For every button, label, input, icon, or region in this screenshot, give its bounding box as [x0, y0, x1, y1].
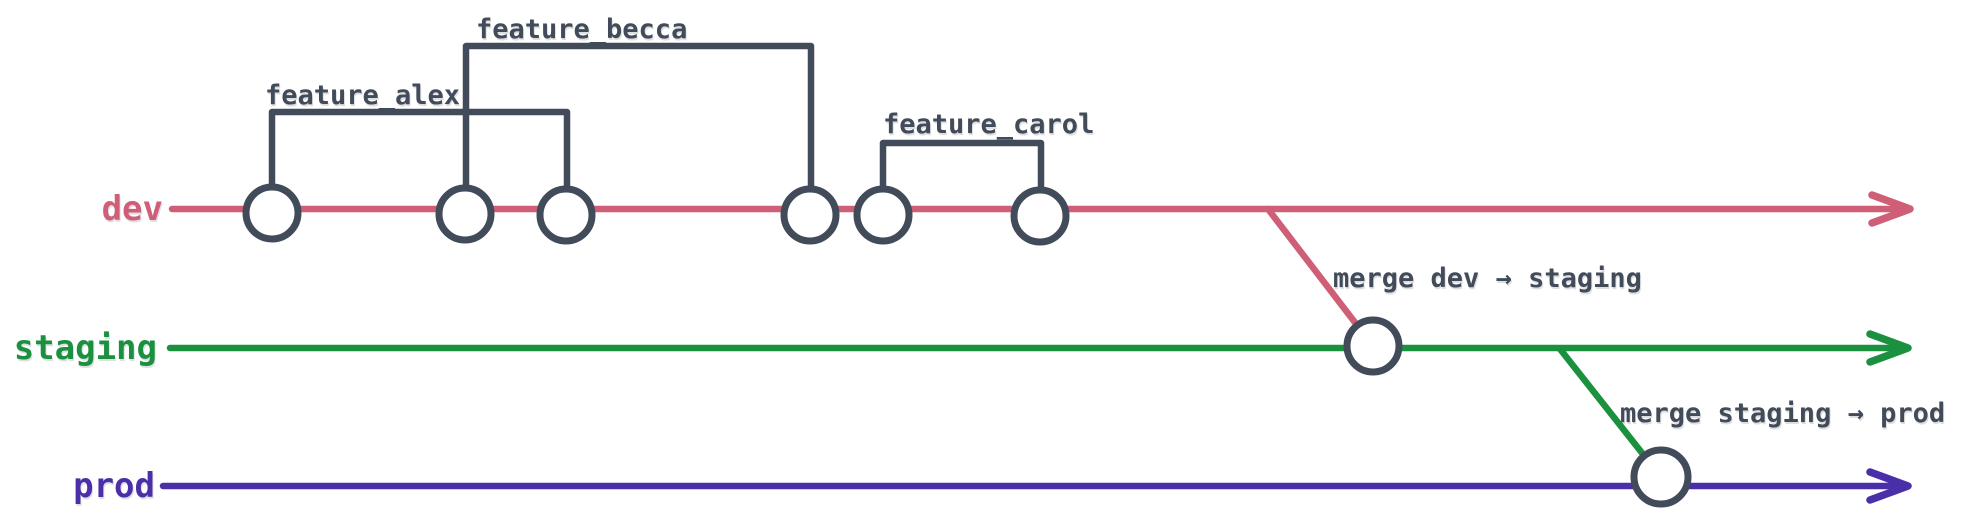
feature-label-alex: feature_alex	[265, 80, 460, 111]
merge-commit-node-staging	[1343, 316, 1403, 376]
branch-staging: staging	[14, 328, 1912, 481]
commit-node-dev-4	[780, 185, 840, 245]
branch-label-dev: dev	[102, 189, 163, 229]
commit-node-dev-1	[242, 183, 302, 243]
branch-prod: prod	[73, 466, 1912, 506]
feature-bracket-carol	[879, 139, 1045, 204]
merge-label-dev-to-staging: merge dev → staging	[1333, 263, 1642, 294]
merge-label-staging-to-prod: merge staging → prod	[1620, 398, 1945, 429]
staging-arrowhead-icon	[1866, 330, 1912, 366]
branch-label-prod: prod	[73, 466, 155, 506]
commit-node-dev-2	[435, 184, 495, 244]
branch-label-staging: staging	[14, 328, 157, 368]
feature-bracket-alex	[268, 108, 571, 204]
commit-node-dev-6	[1010, 186, 1070, 246]
dev-arrowhead-icon	[1868, 191, 1914, 227]
commit-node-dev-3	[536, 185, 596, 245]
feature-bracket-becca	[462, 42, 815, 204]
merge-commit-node-prod	[1630, 446, 1692, 508]
feature-label-carol: feature_carol	[883, 109, 1094, 140]
prod-arrowhead-icon	[1866, 468, 1912, 504]
commit-node-dev-5	[853, 185, 913, 245]
feature-label-becca: feature_becca	[476, 14, 687, 45]
